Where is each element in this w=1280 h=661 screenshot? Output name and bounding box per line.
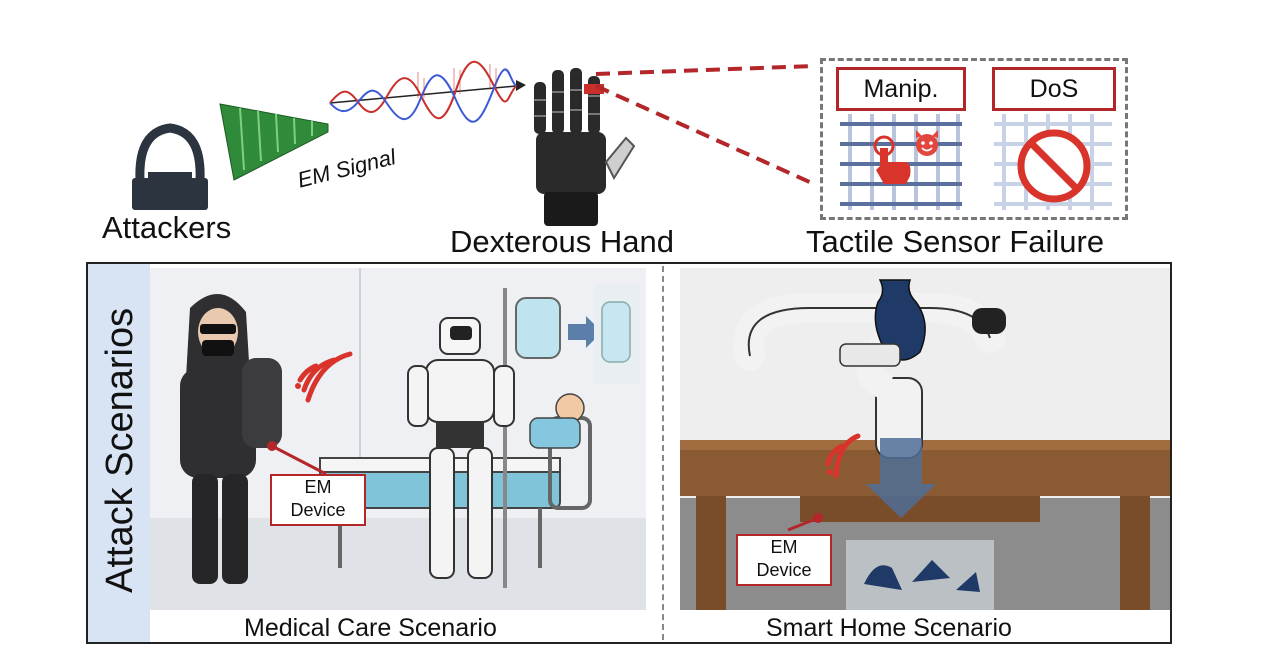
home-em-device-tag: EM Device [736,534,832,586]
antenna-icon [219,103,329,181]
home-wireless-signal-icon [825,433,861,479]
medical-illustration [150,268,646,610]
home-em-device-line1: EM [770,537,798,557]
medical-caption: Medical Care Scenario [244,614,497,642]
failure-mode-dos: DoS [992,67,1116,111]
home-illustration [680,279,1170,610]
scenarios-title-strip [88,264,150,642]
scenarios-title: Attack Scenarios [99,307,141,593]
medical-em-device-tag: EM Device [270,474,366,526]
attackers-label: Attackers [102,210,232,245]
pointer-hand-icon [873,135,911,184]
tactile-failure-box [820,58,1128,220]
medical-scene [150,268,646,610]
attacker-icon [132,123,208,210]
hand-label: Dexterous Hand [450,224,675,259]
robot-hand-icon [534,68,636,226]
em-wave-icon [329,60,526,123]
medical-em-device-line1: EM [304,477,332,497]
wireless-signal-icon [295,351,353,403]
devil-emoji-icon [916,130,938,156]
prohibited-icon [1017,129,1091,203]
scenario-divider [662,266,664,640]
zoom-lines [595,64,815,186]
home-scene [680,268,1170,610]
medical-em-device-line2: Device [290,500,346,520]
home-em-device-line2: Device [756,560,812,580]
home-caption: Smart Home Scenario [766,614,1012,642]
failure-mode-manip: Manip. [836,67,966,111]
failure-label: Tactile Sensor Failure [806,224,1105,259]
